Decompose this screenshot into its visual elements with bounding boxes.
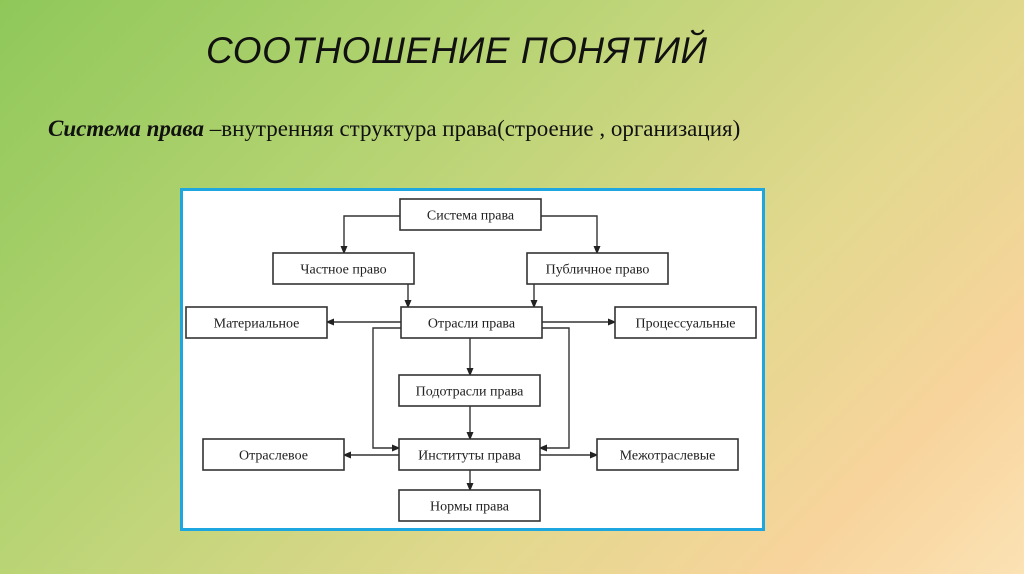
node-subbranches: Подотрасли права: [398, 374, 541, 407]
node-box: [185, 306, 328, 339]
node-box: [526, 252, 669, 285]
node-label: Система права: [427, 209, 515, 224]
node-box: [399, 198, 542, 231]
subtitle-definition: –внутренняя структура права(строение , о…: [203, 116, 741, 141]
subtitle-term: Система права: [48, 116, 204, 141]
diagram-frame: [180, 188, 765, 531]
node-material: Материальное: [185, 306, 328, 339]
node-private: Частное право: [272, 252, 415, 285]
node-label: Нормы права: [430, 500, 510, 515]
node-box: [272, 252, 415, 285]
node-box: [398, 489, 541, 522]
node-norms: Нормы права: [398, 489, 541, 522]
node-label: Материальное: [214, 317, 300, 332]
node-label: Отраслевое: [239, 449, 308, 464]
node-institutes: Институты права: [398, 438, 541, 471]
node-box: [202, 438, 345, 471]
edge-subbranches-institutes: [538, 327, 570, 452]
node-box: [400, 306, 543, 339]
node-label: Отрасли права: [428, 317, 516, 332]
node-intersectoral: Межотраслевые: [596, 438, 739, 471]
node-label: Межотраслевые: [620, 449, 716, 464]
node-box: [398, 374, 541, 407]
node-procedural: Процессуальные: [614, 306, 757, 339]
node-box: [614, 306, 757, 339]
node-box: [596, 438, 739, 471]
edge-branches-institutes: [372, 327, 401, 452]
node-branches: Отрасли права: [400, 306, 543, 339]
node-label: Публичное право: [546, 263, 650, 278]
node-public: Публичное право: [526, 252, 669, 285]
slide-subtitle: Система права –внутренняя структура прав…: [48, 116, 740, 142]
node-box: [398, 438, 541, 471]
edge-system-public: [540, 215, 601, 255]
node-sectoral: Отраслевое: [202, 438, 345, 471]
edge-system-private: [340, 215, 400, 255]
node-label: Процессуальные: [635, 317, 735, 332]
node-label: Институты права: [418, 449, 522, 464]
node-label: Подотрасли права: [416, 385, 524, 400]
node-label: Частное право: [300, 263, 386, 278]
node-system: Система права: [399, 198, 542, 231]
slide-title: СООТНОШЕНИЕ ПОНЯТИЙ: [206, 30, 708, 71]
